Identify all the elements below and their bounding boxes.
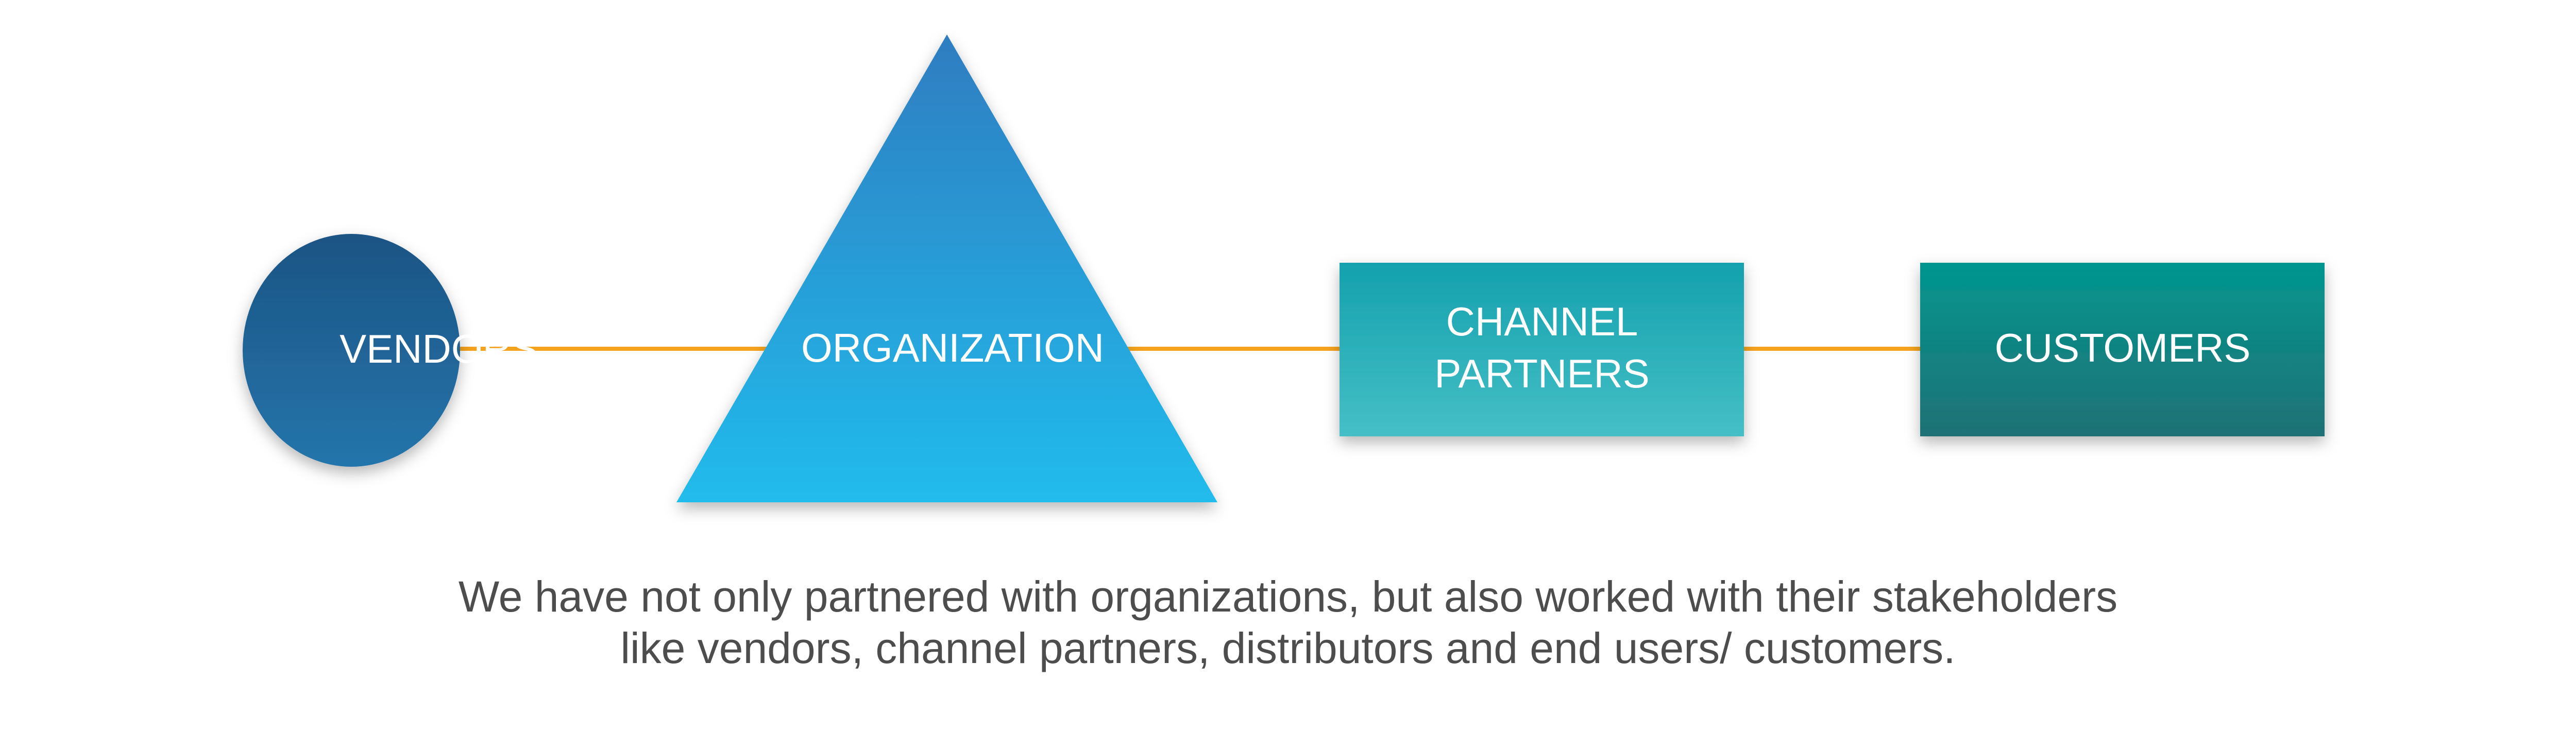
node-customers: CUSTOMERS [1920,263,2325,436]
node-channel-partners: CHANNEL PARTNERS [1340,263,1744,436]
customers-box [1920,263,2325,436]
channel-partners-label-line2: PARTNERS [1434,351,1650,396]
caption-line-2: like vendors, channel partners, distribu… [620,624,1956,672]
customers-label: CUSTOMERS [1995,325,2251,370]
caption: We have not only partnered with organiza… [0,571,2576,674]
channel-partners-box [1340,263,1744,436]
organization-label: ORGANIZATION [801,325,1104,370]
caption-line-1: We have not only partnered with organiza… [458,572,2118,621]
vendors-label: VENDORS [340,326,538,371]
organization-triangle [676,35,1217,502]
vendors-ellipse [243,234,460,467]
node-organization: ORGANIZATION [676,35,1217,502]
node-vendors: VENDORS [243,234,538,467]
channel-partners-label-line1: CHANNEL [1446,299,1638,344]
